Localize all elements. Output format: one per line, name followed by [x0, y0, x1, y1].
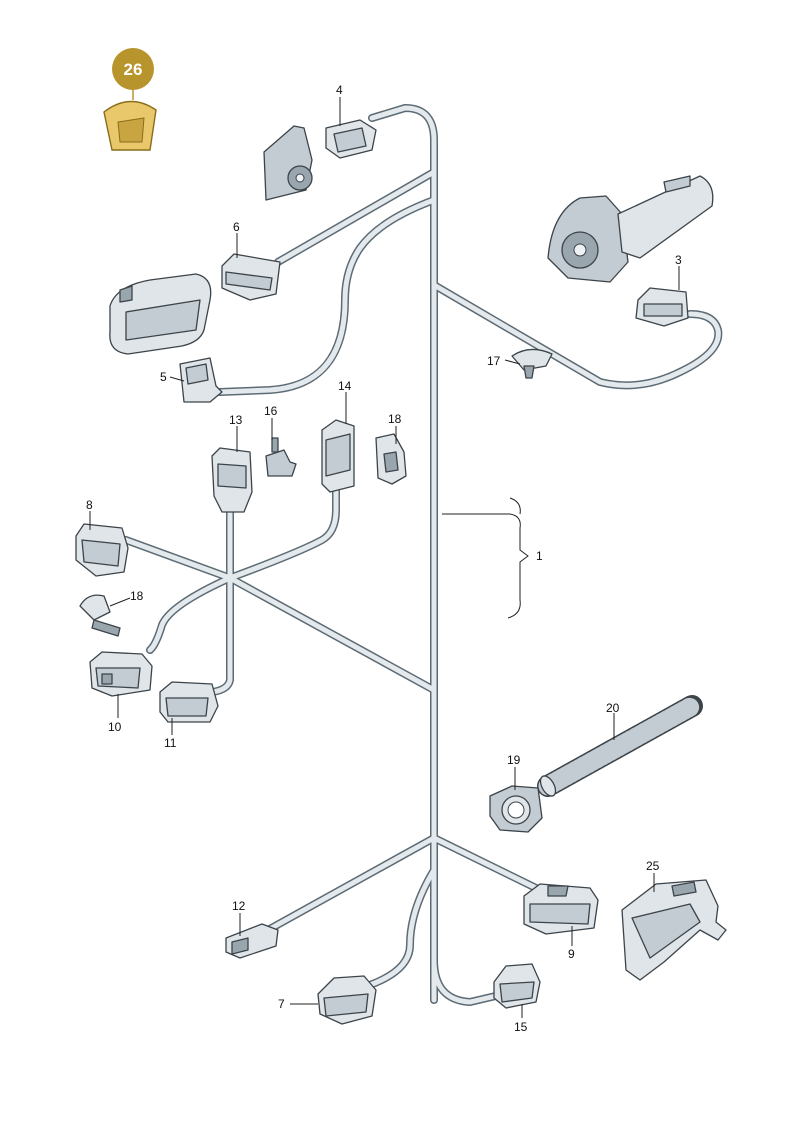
label-1: 1: [536, 549, 543, 563]
label-12: 12: [232, 899, 246, 913]
leader-lines: [89, 97, 680, 1018]
part-3-connector: [635, 287, 689, 327]
part-10-connector: [89, 651, 153, 697]
label-18-lower: 18: [130, 589, 144, 603]
label-16: 16: [264, 404, 278, 418]
wire-harness: [122, 104, 723, 1006]
part-9-connector: [523, 883, 599, 935]
part-labels: 1 3 4 5 6 7 8 9 10 11 12 13 14 15 16 17 …: [86, 83, 682, 1034]
part-6-connector: [221, 253, 281, 301]
part-18-clip-lower: [79, 594, 121, 637]
label-10: 10: [108, 720, 122, 734]
label-13: 13: [229, 413, 243, 427]
part-26-bracket: [103, 100, 157, 151]
part-7-connector: [317, 975, 377, 1025]
part-5-connector: [179, 357, 223, 403]
label-14: 14: [338, 379, 352, 393]
label-7: 7: [278, 997, 285, 1011]
badge-26: 26: [112, 48, 154, 100]
label-9: 9: [568, 947, 575, 961]
part-18-clip-upper: [375, 433, 407, 485]
part-19-grommet: [489, 785, 543, 833]
part-socket-switch: [263, 125, 313, 201]
part-15-connector: [493, 963, 541, 1009]
label-19: 19: [507, 753, 521, 767]
label-8: 8: [86, 498, 93, 512]
part-12-connector: [225, 923, 279, 959]
part-17-clip: [511, 348, 553, 379]
label-5: 5: [160, 370, 167, 384]
label-25: 25: [646, 859, 660, 873]
part-4-connector: [325, 119, 377, 159]
label-15: 15: [514, 1020, 528, 1034]
label-4: 4: [336, 83, 343, 97]
part-20-corrugated-tube: [537, 695, 703, 797]
badge-label: 26: [124, 60, 143, 79]
label-3: 3: [675, 253, 682, 267]
part-25-bracket: [621, 879, 727, 981]
part-8-connector: [75, 523, 129, 577]
part-switch-module: [109, 273, 212, 355]
label-17: 17: [487, 354, 501, 368]
part-13-connector: [211, 447, 253, 513]
label-18-upper: 18: [388, 412, 402, 426]
label-11: 11: [164, 736, 177, 750]
part-14-connector: [321, 419, 355, 493]
part-seat-motor: [547, 175, 714, 283]
label-6: 6: [233, 220, 240, 234]
label-20: 20: [606, 701, 620, 715]
part-11-connector: [159, 681, 219, 723]
part-16-clip: [265, 437, 297, 477]
